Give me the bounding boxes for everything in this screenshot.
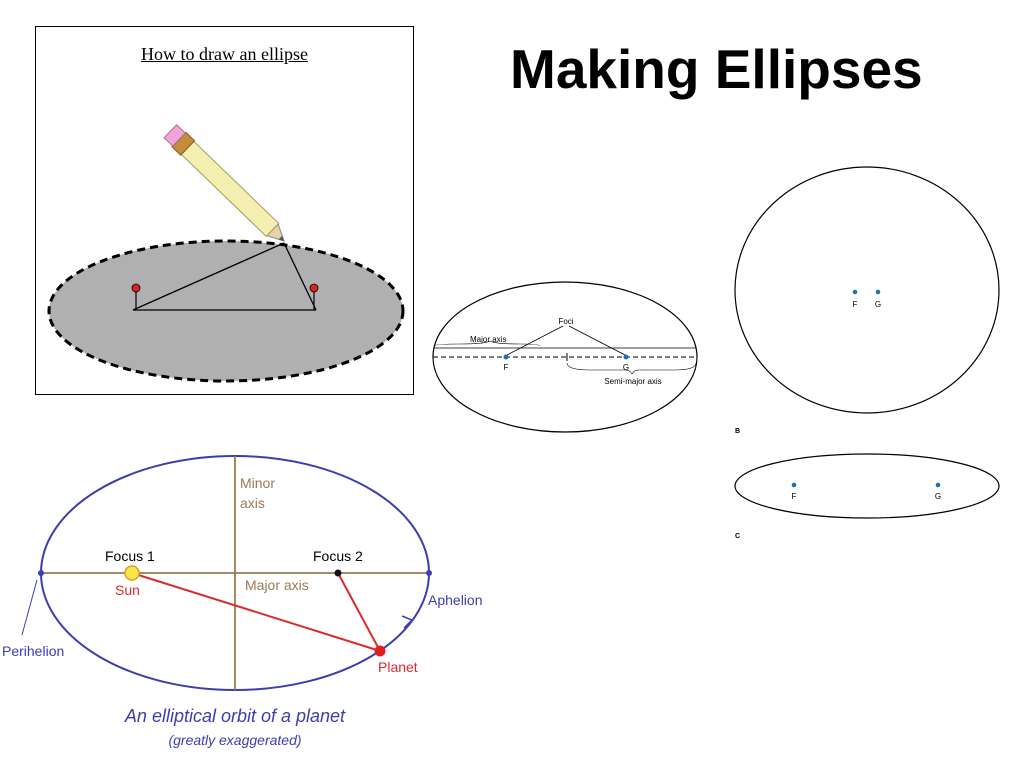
- left-pin: [131, 283, 141, 310]
- flat-ellipse: [734, 453, 1000, 519]
- focus1-label: Focus 1: [105, 548, 155, 564]
- circle-focus-g-dot: [875, 289, 881, 295]
- semi-major-brace: [566, 362, 697, 375]
- draw-ellipse-panel: How to draw an ellipse: [35, 26, 414, 395]
- focus-g-label: G: [623, 363, 629, 372]
- focus2-dot: [334, 569, 342, 577]
- flat-focus-f-label: F: [792, 492, 797, 501]
- string-right: [283, 242, 317, 311]
- perihelion-pointer: [21, 579, 38, 636]
- gray-ellipse: [47, 239, 405, 383]
- focus-f-label: F: [504, 363, 509, 372]
- panel-b-label: B: [735, 428, 740, 435]
- flat-focus-g-dot: [935, 482, 941, 488]
- planet-label: Planet: [378, 659, 418, 675]
- orbit-caption: An elliptical orbit of a planet: [124, 706, 346, 726]
- pencil-icon: [163, 124, 285, 242]
- circle-focus-f-label: F: [853, 300, 858, 309]
- aphelion-dot: [426, 570, 432, 576]
- foci-arrow-g: [568, 325, 626, 356]
- major-axis-label: Major axis: [470, 335, 506, 344]
- orbit-direction-arrow-icon: [401, 615, 414, 629]
- sun-icon: [124, 565, 140, 581]
- aphelion-label: Aphelion: [428, 592, 483, 608]
- perihelion-dot: [38, 570, 44, 576]
- planet-icon: [374, 645, 386, 657]
- semi-major-label: Semi-major axis: [604, 377, 661, 386]
- orbit-subcaption: (greatly exaggerated): [168, 732, 302, 748]
- focus-g-dot: [623, 354, 629, 360]
- circle-figure: F G B: [734, 166, 1000, 435]
- flat-ellipse-figure: F G C: [734, 453, 1000, 540]
- panel-c-label: C: [735, 533, 740, 540]
- orbit-figure: Minor axis Focus 1 Focus 2 Sun Major axi…: [2, 455, 483, 691]
- flat-focus-g-label: G: [935, 492, 941, 501]
- circle-focus-f-dot: [852, 289, 858, 295]
- slide-title: Making Ellipses: [510, 38, 923, 100]
- minor-axis-label-2: axis: [240, 495, 265, 511]
- string-left: [132, 242, 285, 311]
- near-circle: [734, 166, 1000, 414]
- sun-planet-line: [131, 572, 381, 652]
- sun-label: Sun: [115, 582, 140, 598]
- foci-label: Foci: [558, 317, 573, 326]
- circle-focus-g-label: G: [875, 300, 881, 309]
- major-axis-orbit-label: Major axis: [245, 577, 309, 593]
- major-axis-brace: [433, 340, 541, 347]
- right-pin: [309, 283, 319, 310]
- focus2-planet-line: [337, 572, 381, 652]
- minor-axis-label-1: Minor: [240, 475, 275, 491]
- draw-ellipse-caption: How to draw an ellipse: [141, 44, 308, 64]
- flat-focus-f-dot: [791, 482, 797, 488]
- focus-f-dot: [503, 354, 509, 360]
- focus2-label: Focus 2: [313, 548, 363, 564]
- foci-arrow-f: [506, 325, 564, 356]
- draw-ellipse-figure: [47, 124, 405, 383]
- foci-axis-figure: Foci Major axis F G Semi-major axis: [432, 281, 698, 433]
- perihelion-label: Perihelion: [2, 643, 64, 659]
